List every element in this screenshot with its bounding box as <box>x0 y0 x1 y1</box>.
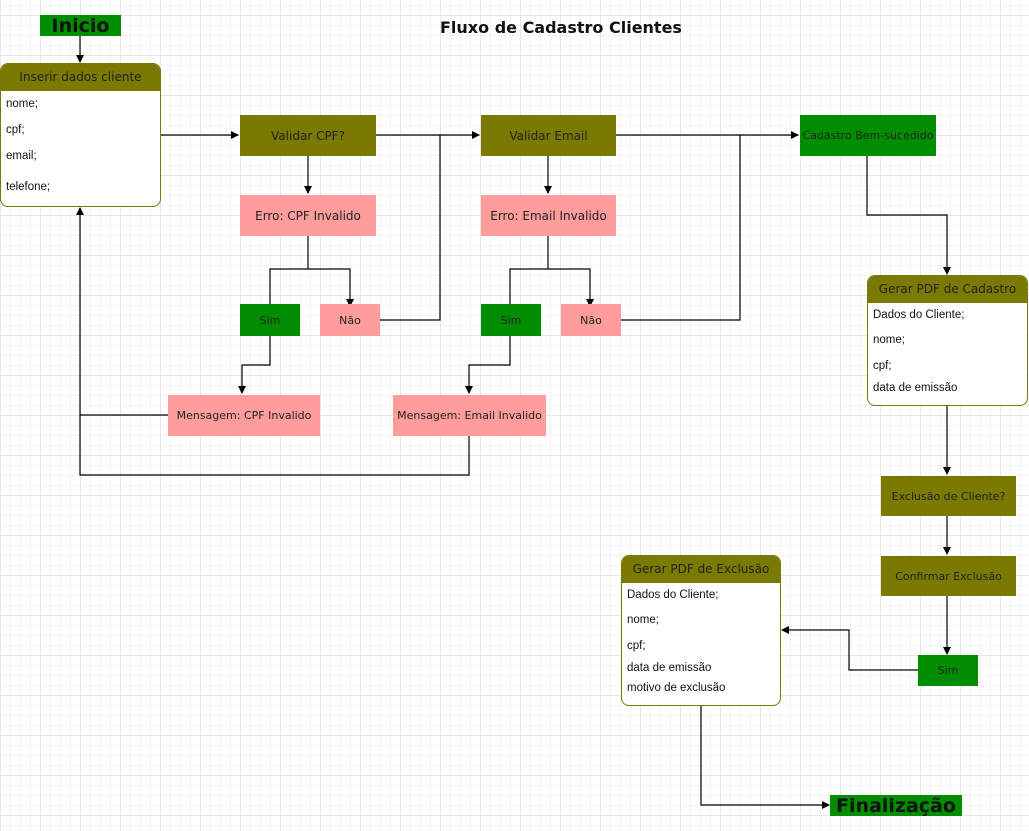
success-node: Cadastro Bem-sucedido <box>800 115 936 156</box>
pdf-field-nome: nome; <box>873 334 905 346</box>
validate-cpf-node: Validar CPF? <box>240 115 376 156</box>
edge-message-cpf-back-to-input <box>76 207 168 416</box>
email-yes-node: Sim <box>481 304 541 336</box>
edge-exclusion-pdf-to-end <box>700 706 830 809</box>
exclusion-yes-node: Sim <box>918 655 978 686</box>
input-data-card: Inserir dados cliente nome; cpf; email; … <box>0 63 161 207</box>
input-field-telefone: telefone; <box>6 181 51 193</box>
end-node: Finalização <box>830 795 962 817</box>
edge-email-no-to-success <box>620 135 741 321</box>
error-cpf-node: Erro: CPF Invalido <box>240 195 376 236</box>
exclusion-field-data: data de emissão <box>627 662 712 674</box>
edge-error-email-split <box>509 236 590 306</box>
exclusion-question-node: Exclusão de Cliente? <box>881 476 1016 516</box>
cpf-yes-node: Sim <box>240 304 300 336</box>
edge-cpf-yes-to-message <box>238 336 271 394</box>
input-field-nome: nome; <box>6 98 38 110</box>
edge-cpf-no-to-validate-email <box>380 135 441 321</box>
pdf-field-dados: Dados do Cliente; <box>873 309 965 321</box>
input-card-header: Inserir dados cliente <box>1 64 160 91</box>
exclusion-field-dados: Dados do Cliente; <box>627 589 719 601</box>
edge-success-to-pdf <box>866 156 951 275</box>
edge-message-email-back-to-input <box>79 415 470 476</box>
exclusion-field-motivo: motivo de exclusão <box>627 682 726 694</box>
input-field-cpf: cpf; <box>6 124 25 136</box>
error-email-node: Erro: Email Invalido <box>481 195 616 236</box>
confirm-exclusion-node: Confirmar Exclusão <box>881 556 1016 596</box>
cpf-no-node: Não <box>320 304 380 336</box>
input-field-email: email; <box>6 150 37 162</box>
diagram-title: Fluxo de Cadastro Clientes <box>440 18 682 37</box>
pdf-cadastro-card: Gerar PDF de Cadastro Dados do Cliente; … <box>867 275 1028 406</box>
edge-yes-to-exclusion-pdf <box>781 626 918 671</box>
message-email-node: Mensagem: Email Invalido <box>393 395 546 436</box>
pdf-field-cpf: cpf; <box>873 360 892 372</box>
pdf-cadastro-header: Gerar PDF de Cadastro <box>868 276 1027 303</box>
exclusion-field-nome: nome; <box>627 614 659 626</box>
edge-error-cpf-split <box>269 236 350 306</box>
pdf-field-data: data de emissão <box>873 382 958 394</box>
email-no-node: Não <box>561 304 621 336</box>
message-cpf-node: Mensagem: CPF Invalido <box>168 395 320 436</box>
exclusion-field-cpf: cpf; <box>627 640 646 652</box>
start-node: Inicio <box>40 15 121 37</box>
pdf-exclusao-header: Gerar PDF de Exclusão <box>622 556 780 583</box>
validate-email-node: Validar Email <box>481 115 616 156</box>
edge-email-yes-to-message <box>465 336 511 394</box>
pdf-exclusao-card: Gerar PDF de Exclusão Dados do Cliente; … <box>621 555 781 706</box>
